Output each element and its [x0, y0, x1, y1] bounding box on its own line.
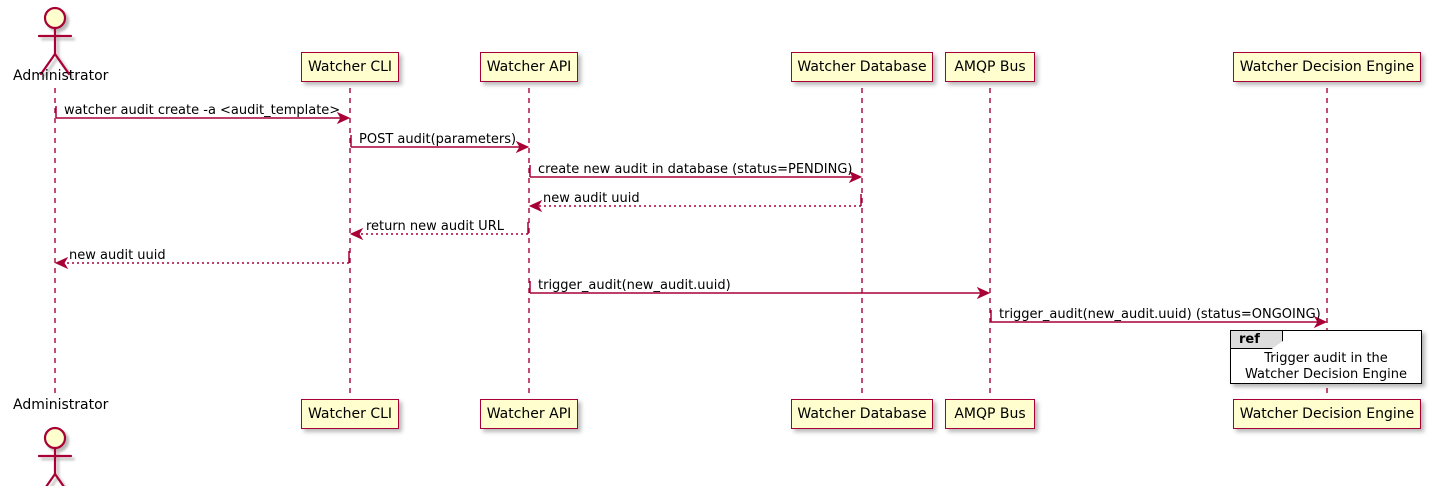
participant-box-watcher-cli-bottom[interactable]: Watcher CLI: [301, 399, 399, 429]
lifelines-group: [54, 88, 1328, 398]
participant-box-amqp-bus-top[interactable]: AMQP Bus: [945, 52, 1035, 82]
arrow-head-m1: [336, 111, 351, 125]
actor-label-administrator-bottom: Administrator: [13, 397, 109, 413]
message-label-m5: return new audit URL: [366, 219, 504, 234]
participant-box-watcher-database-top[interactable]: Watcher Database: [791, 52, 933, 82]
arrow-head-m8: [1313, 315, 1328, 329]
arrow-head-m4: [528, 199, 543, 213]
message-label-m1: watcher audit create -a <audit_template>: [64, 103, 341, 118]
ref-fragment-tab: [1231, 331, 1283, 349]
message-label-m2: POST audit(parameters): [359, 132, 517, 147]
ref-fragment-tab-label: ref: [1239, 332, 1260, 347]
actor-label-administrator-top: Administrator: [13, 68, 109, 84]
message-label-m7: trigger_audit(new_audit.uuid): [538, 278, 731, 293]
actor-figure-administrator-bottom: [37, 426, 73, 486]
message-label-m4: new audit uuid: [543, 191, 640, 206]
message-label-m6: new audit uuid: [69, 248, 166, 263]
ref-fragment-line-0: Trigger audit in the: [1264, 351, 1388, 366]
arrow-head-m6: [54, 256, 69, 270]
participant-box-amqp-bus-bottom[interactable]: AMQP Bus: [945, 399, 1035, 429]
arrow-head-m5: [349, 227, 364, 241]
arrow-head-m2: [515, 140, 530, 154]
message-label-m3: create new audit in database (status=PEN…: [538, 162, 853, 177]
participant-box-watcher-api-bottom[interactable]: Watcher API: [480, 399, 578, 429]
actor-figure-administrator-top: [37, 6, 73, 76]
message-label-m8: trigger_audit(new_audit.uuid) (status=ON…: [999, 307, 1321, 322]
participant-box-watcher-api-top[interactable]: Watcher API: [480, 52, 578, 82]
participant-box-watcher-decision-engine-bottom[interactable]: Watcher Decision Engine: [1233, 399, 1421, 429]
actor-figures-group: [37, 6, 73, 486]
arrow-head-m7: [976, 286, 991, 300]
arrow-head-m3: [848, 170, 863, 184]
message-arrows-group: [54, 106, 1328, 329]
participant-box-watcher-decision-engine-top[interactable]: Watcher Decision Engine: [1233, 52, 1421, 82]
ref-fragment-line-1: Watcher Decision Engine: [1245, 367, 1407, 382]
participant-box-watcher-database-bottom[interactable]: Watcher Database: [791, 399, 933, 429]
participant-box-watcher-cli-top[interactable]: Watcher CLI: [301, 52, 399, 82]
